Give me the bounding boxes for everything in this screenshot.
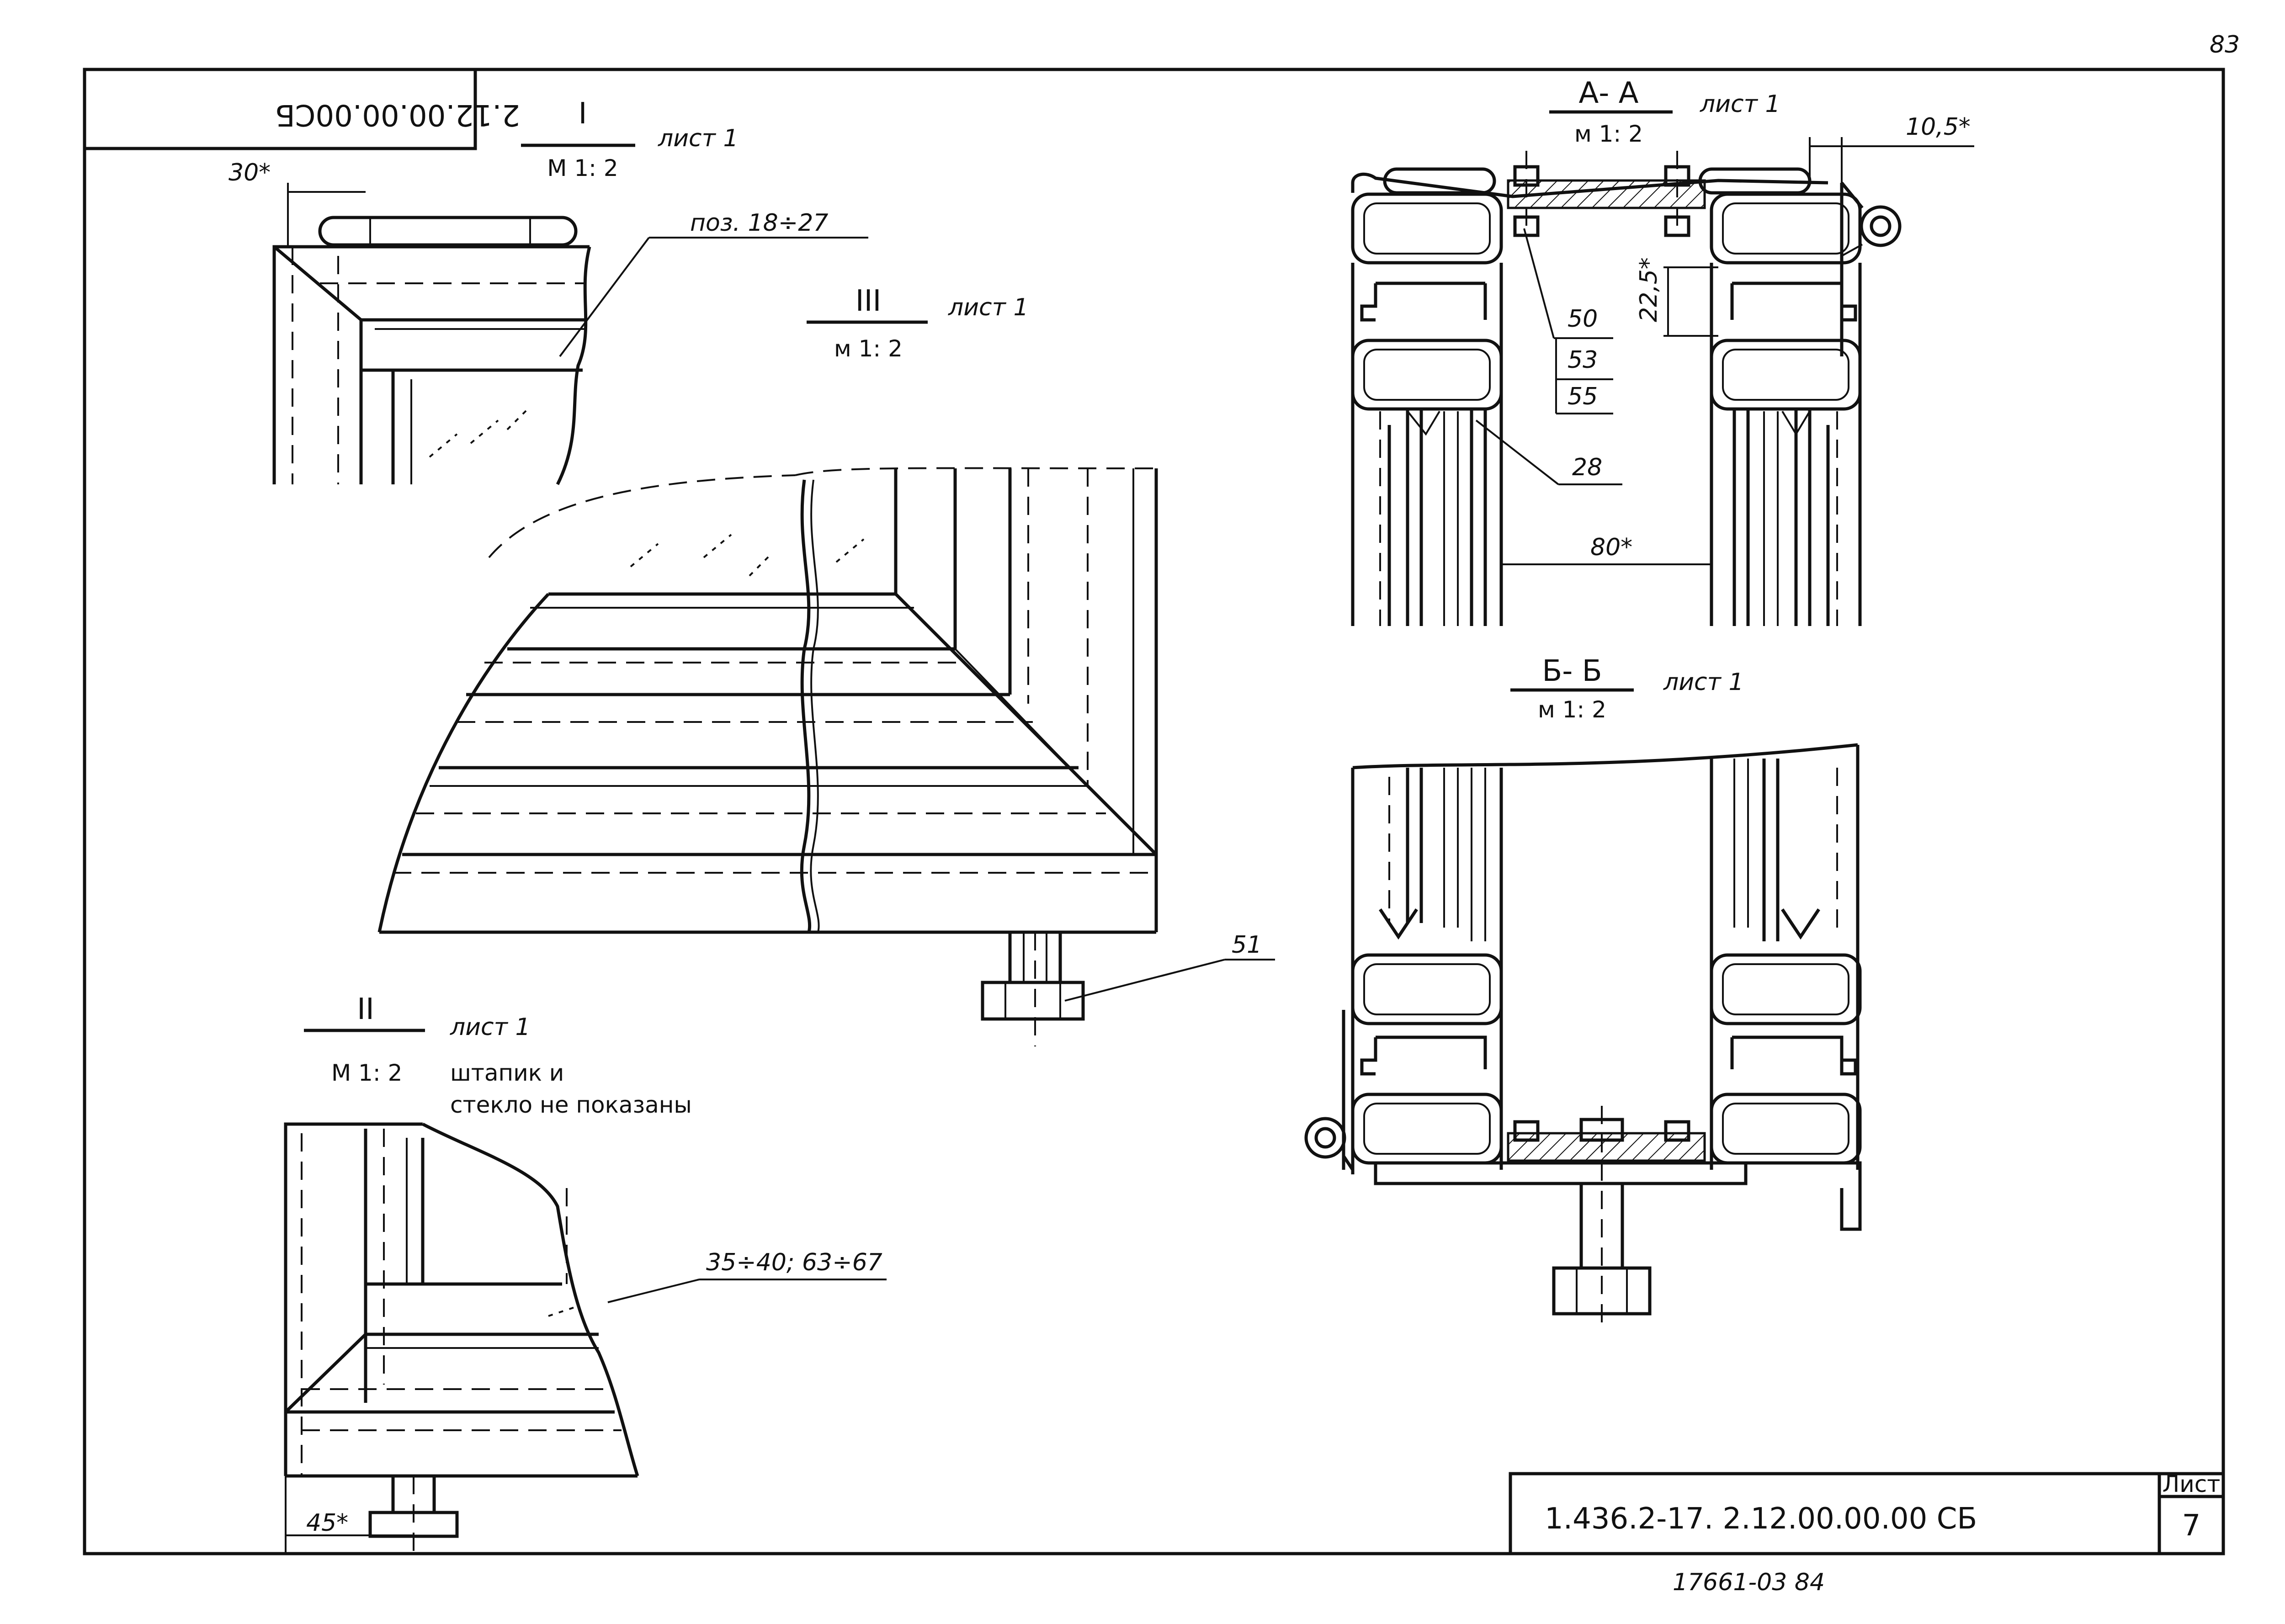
view-II-title: II (357, 992, 374, 1026)
view-III-sheet-ref: лист 1 (948, 294, 1029, 321)
inventory-number: 17661-03 84 (1673, 1569, 1825, 1596)
view-II-scale: М 1: 2 (331, 1060, 402, 1086)
view-II-callout-parts: 35÷40; 63÷67 (706, 1249, 882, 1276)
view-III-scale: м 1: 2 (834, 335, 903, 362)
stamp-text: 2.12.00.00.00СБ (275, 98, 520, 132)
section-AA-callout-28: 28 (1572, 454, 1602, 481)
top-left-stamp: 2.12.00.00.00СБ (85, 69, 520, 150)
title-block-doc-code: 1.436.2-17. 2.12.00.00.00 СБ (1545, 1502, 1977, 1536)
view-II-note-line1: штапик и (450, 1060, 564, 1086)
title-block-sheet-label: Лист (2163, 1471, 2221, 1497)
view-I-dim-30: 30* (228, 159, 271, 186)
view-I: I М 1: 2 лист 1 30* поз. 18÷27 (228, 97, 868, 485)
view-III: III м 1: 2 лист 1 (377, 284, 1275, 1046)
section-AA: А- А м 1: 2 лист 1 10,5* (1351, 76, 1974, 626)
section-AA-callout-50: 50 (1568, 305, 1598, 333)
view-I-sheet-ref: лист 1 (658, 125, 739, 152)
section-AA-dim-80: 80* (1590, 534, 1632, 561)
title-block: Лист 7 1.436.2-17. 2.12.00.00.00 СБ (1509, 1471, 2225, 1555)
view-II-sheet-ref: лист 1 (450, 1014, 531, 1041)
section-AA-callout-55: 55 (1568, 383, 1598, 410)
view-II-dim-45: 45* (306, 1509, 348, 1537)
section-AA-dim-22-5: 22,5* (1635, 257, 1663, 322)
section-BB-sheet-ref: лист 1 (1663, 669, 1744, 696)
section-AA-callout-53: 53 (1568, 346, 1598, 374)
section-AA-title: А- А (1579, 76, 1639, 110)
section-AA-sheet-ref: лист 1 (1700, 90, 1780, 118)
section-BB-title: Б- Б (1542, 654, 1602, 688)
drawing-frame (83, 68, 2225, 1555)
view-I-scale: М 1: 2 (547, 155, 618, 181)
view-II-note-line2: стекло не показаны (450, 1092, 692, 1118)
section-BB: Б- Б м 1: 2 лист 1 (1304, 654, 1862, 1325)
title-block-sheet-number: 7 (2182, 1509, 2201, 1543)
view-II: II лист 1 М 1: 2 штапик и стекло не пока… (284, 992, 887, 1554)
view-III-title: III (856, 284, 882, 318)
section-BB-scale: м 1: 2 (1538, 696, 1606, 723)
section-AA-dim-10-5: 10,5* (1906, 113, 1971, 141)
view-I-callout-parts: поз. 18÷27 (690, 209, 828, 237)
view-I-title: I (579, 97, 587, 131)
view-III-callout-51: 51 (1232, 931, 1262, 959)
section-AA-scale: м 1: 2 (1574, 121, 1643, 147)
page-number: 83 (2210, 31, 2240, 58)
